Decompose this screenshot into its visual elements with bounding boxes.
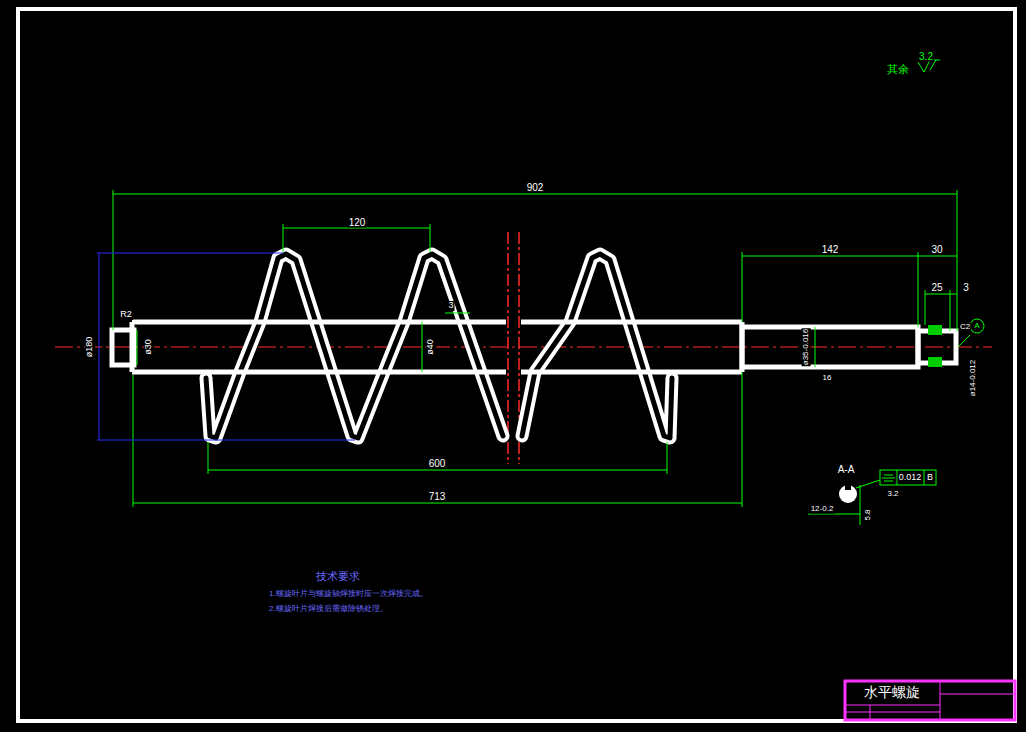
section-title: A-A bbox=[837, 464, 856, 475]
dimension-text: 25 bbox=[930, 282, 943, 293]
radius-text: R2 bbox=[119, 310, 133, 320]
title-grid bbox=[940, 681, 941, 720]
title-block bbox=[845, 681, 1015, 720]
ext-line bbox=[667, 442, 668, 474]
dim-line bbox=[815, 327, 816, 367]
dim-line bbox=[925, 294, 957, 295]
dimension-text: 600 bbox=[428, 458, 447, 469]
shaft-edge bbox=[132, 320, 506, 325]
ext-line bbox=[957, 190, 958, 331]
diameter-text: ø14-0.012 bbox=[969, 359, 978, 397]
ext-line bbox=[430, 224, 431, 252]
roughness-value: 16 bbox=[822, 374, 833, 383]
tolerance-value: 0.012 bbox=[898, 473, 923, 483]
dim-line bbox=[208, 470, 667, 471]
ext-line bbox=[133, 375, 134, 507]
ext-line bbox=[97, 253, 283, 254]
diameter-dimension bbox=[97, 253, 355, 440]
roughness-symbol bbox=[918, 60, 940, 72]
dim-line bbox=[422, 322, 423, 372]
symmetry-symbol bbox=[882, 478, 895, 479]
shaft-edge bbox=[132, 370, 506, 375]
title-grid bbox=[940, 694, 1015, 695]
ext-line bbox=[925, 290, 926, 325]
shaft-end-cap bbox=[112, 330, 134, 365]
keyway bbox=[845, 484, 851, 490]
shaft-journal bbox=[742, 327, 918, 367]
chamfer-text: C2 bbox=[959, 323, 971, 332]
dimension-text: 902 bbox=[526, 182, 545, 193]
dim-line bbox=[99, 253, 100, 440]
screw-flight bbox=[206, 254, 672, 438]
roughness-note: 其余 bbox=[886, 63, 910, 75]
dimension-text: 12-0.2 bbox=[810, 505, 835, 514]
notes-heading: 技术要求 bbox=[315, 570, 361, 582]
leader-line bbox=[958, 335, 970, 347]
roughness-value: 3.2 bbox=[886, 490, 899, 499]
shaft-edge bbox=[521, 320, 742, 325]
diameter-text: ø180 bbox=[85, 336, 95, 359]
tolerance-frame bbox=[924, 470, 925, 485]
leader-line bbox=[856, 480, 880, 488]
title-grid bbox=[845, 712, 940, 713]
weld-size: 3 bbox=[447, 301, 454, 311]
title-frame bbox=[845, 681, 1015, 720]
ext-line bbox=[113, 190, 114, 330]
ext-line bbox=[950, 290, 951, 331]
ext-line bbox=[742, 372, 743, 507]
dim-line bbox=[860, 485, 861, 525]
section-view bbox=[839, 485, 857, 503]
section-letter: A bbox=[973, 322, 980, 331]
ext-line bbox=[97, 440, 355, 441]
screw-flight-inner bbox=[206, 254, 672, 438]
key-slot bbox=[928, 325, 942, 335]
center-line bbox=[55, 347, 992, 348]
key-slot bbox=[928, 357, 942, 367]
shaft-outline bbox=[112, 322, 956, 372]
title-grid bbox=[845, 705, 940, 706]
roughness-value: 3.2 bbox=[918, 51, 934, 62]
section-mark bbox=[970, 319, 984, 333]
note-text: 1.螺旋叶片与螺旋轴焊接时应一次焊接完成。 bbox=[268, 590, 429, 599]
roughness-symbol bbox=[930, 60, 936, 70]
ext-line bbox=[208, 442, 209, 474]
dimension-text: 120 bbox=[348, 217, 367, 228]
dimension-text: 713 bbox=[428, 491, 447, 502]
diameter-text: ø40 bbox=[426, 338, 436, 356]
symmetry-symbol bbox=[884, 475, 893, 476]
sheet-frame bbox=[18, 9, 1015, 721]
section-dimensions bbox=[808, 470, 936, 525]
symmetry-symbol bbox=[884, 481, 893, 482]
dimension-text: 30 bbox=[930, 244, 943, 255]
tolerance-frame bbox=[880, 470, 936, 485]
ext-line bbox=[918, 252, 919, 327]
dim-line bbox=[742, 256, 957, 257]
title-grid bbox=[870, 705, 871, 720]
dimension-text: 142 bbox=[821, 244, 840, 255]
leader-line bbox=[445, 313, 470, 314]
dim-line bbox=[133, 503, 742, 504]
dim-line bbox=[113, 194, 957, 195]
dimension-text: 5.8 bbox=[864, 508, 873, 521]
dim-line bbox=[137, 330, 138, 365]
ext-line bbox=[283, 224, 284, 252]
dim-line bbox=[808, 514, 860, 515]
diameter-text: ø35-0.016 bbox=[802, 328, 811, 366]
shaft-edge bbox=[521, 370, 742, 375]
datum-letter: B bbox=[926, 473, 934, 483]
note-text: 2.螺旋叶片焊接后需做除锈处理。 bbox=[268, 605, 389, 614]
dim-line bbox=[283, 228, 430, 229]
ext-line bbox=[742, 252, 743, 322]
drawing-title: 水平螺旋 bbox=[863, 685, 921, 700]
dimension-text: 3 bbox=[962, 282, 970, 293]
diameter-text: ø30 bbox=[144, 338, 154, 356]
